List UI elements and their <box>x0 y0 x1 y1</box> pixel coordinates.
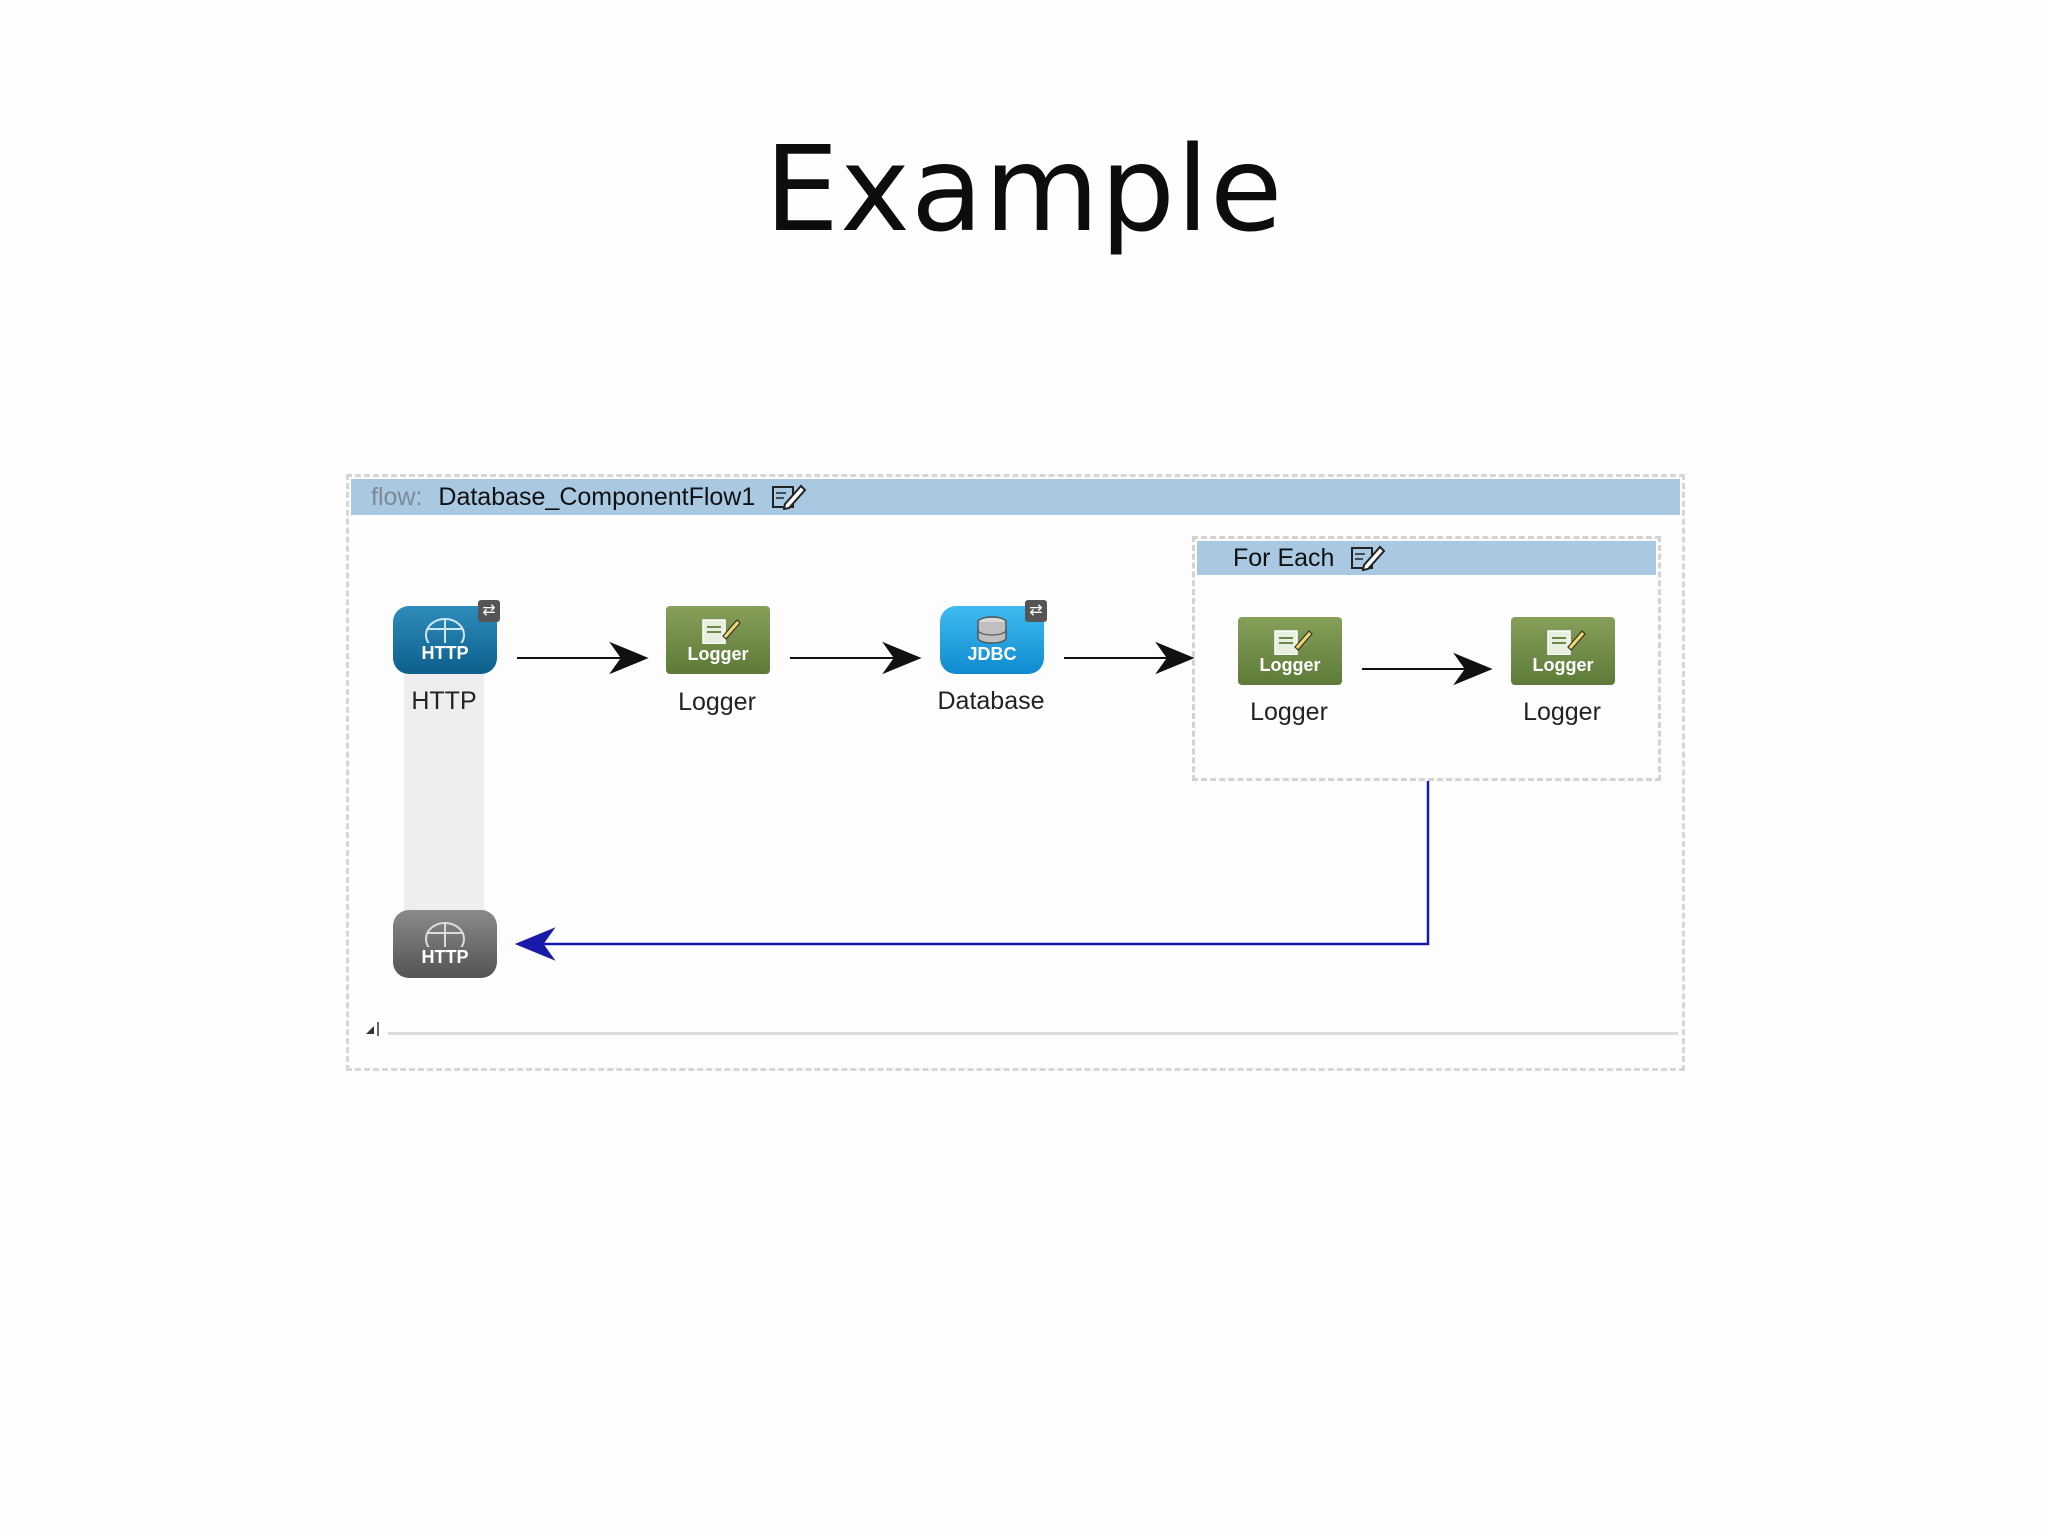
flow-prefix-label: flow: <box>371 482 423 511</box>
logger-node-2[interactable]: Logger <box>1238 617 1342 685</box>
foreach-label: For Each <box>1233 543 1335 572</box>
http-inbound-icon-text: HTTP <box>421 642 469 663</box>
database-caption: Database <box>937 687 1045 715</box>
database-cylinder-icon <box>977 615 1007 644</box>
http-inbound-caption: HTTP <box>411 687 477 715</box>
exchange-pattern-icon[interactable]: ⇄ <box>1025 600 1047 622</box>
logger-node-1[interactable]: Logger <box>666 606 770 674</box>
logger-1-icon-text: Logger <box>687 643 749 664</box>
flow-name[interactable]: Database_ComponentFlow1 <box>438 482 756 511</box>
flow-header[interactable]: flow: Database_ComponentFlow1 <box>351 479 1680 515</box>
logger-document-pencil-icon <box>1547 629 1586 655</box>
logger-document-pencil-icon <box>702 618 741 644</box>
logger-document-pencil-icon <box>1274 629 1313 655</box>
logger-2-icon-text: Logger <box>1259 654 1321 675</box>
http-response-icon-text: HTTP <box>421 946 469 967</box>
logger-3-icon-text: Logger <box>1532 654 1594 675</box>
exchange-pattern-icon[interactable]: ⇄ <box>478 600 500 622</box>
edit-icon[interactable] <box>771 484 807 510</box>
database-icon-text: JDBC <box>967 643 1017 664</box>
logger-node-3[interactable]: Logger <box>1511 617 1615 685</box>
foreach-header[interactable]: For Each <box>1197 541 1656 575</box>
resize-corner-icon[interactable] <box>364 1020 380 1038</box>
logger-2-caption: Logger <box>1250 698 1328 726</box>
globe-icon <box>425 921 465 947</box>
globe-icon <box>425 617 465 643</box>
http-response-lane <box>404 660 484 920</box>
http-response-node[interactable]: HTTP <box>393 910 497 978</box>
logger-3-caption: Logger <box>1523 698 1601 726</box>
horizontal-scrollbar[interactable] <box>388 1032 1678 1035</box>
slide-title: Example <box>764 120 1284 258</box>
logger-1-caption: Logger <box>678 688 756 716</box>
edit-icon[interactable] <box>1350 545 1386 571</box>
